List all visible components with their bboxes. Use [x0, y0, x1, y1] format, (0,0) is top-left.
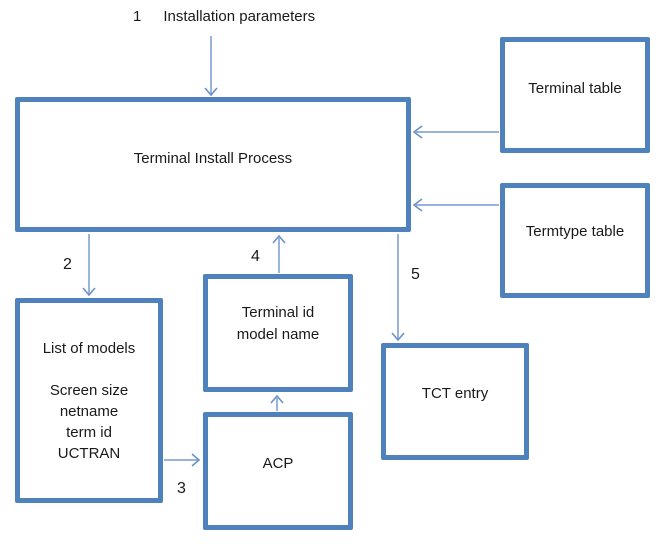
arrow-installation-parameters	[204, 36, 218, 97]
box-termtype-table: Termtype table	[500, 183, 650, 298]
step-4-number: 4	[251, 248, 260, 265]
step-1-text: Installation parameters	[163, 8, 316, 25]
box-acp-label: ACP	[262, 454, 294, 472]
arrow-step-2	[82, 234, 96, 297]
arrow-step-5	[391, 234, 405, 342]
step-2-number: 2	[63, 256, 72, 273]
list-of-models-detail: term id	[66, 423, 112, 441]
box-tct-entry: TCT entry	[381, 343, 529, 460]
box-list-of-models: List of models Screen size netname term …	[15, 298, 163, 503]
box-terminal-id-model-name: Terminal id model name	[203, 274, 353, 392]
box-tct-entry-label: TCT entry	[421, 385, 489, 402]
box-acp: ACP	[203, 412, 353, 530]
list-of-models-title: List of models	[42, 339, 136, 357]
arrow-terminal-table	[412, 125, 499, 139]
box-termtype-table-label: Termtype table	[525, 223, 625, 240]
arrow-termtype-table	[412, 198, 499, 212]
arrow-acp-to-terminal-id	[270, 394, 284, 411]
list-of-models-detail: UCTRAN	[57, 444, 121, 462]
arrow-step-4	[272, 234, 286, 273]
box-terminal-install-process: Terminal Install Process	[15, 97, 411, 232]
step-5-number: 5	[411, 266, 420, 283]
list-of-models-detail: netname	[59, 402, 119, 420]
step-1-number: 1	[133, 8, 142, 25]
box-terminal-install-process-label: Terminal Install Process	[133, 150, 293, 167]
box-terminal-table-label: Terminal table	[528, 79, 622, 97]
list-of-models-detail: Screen size	[49, 381, 129, 399]
arrow-step-3	[164, 453, 201, 467]
step-3-number: 3	[177, 480, 186, 497]
step-1-label: 1 Installation parameters	[133, 7, 315, 26]
box-terminal-table: Terminal table	[500, 37, 650, 153]
terminal-id-line: Terminal id	[241, 304, 315, 321]
terminal-id-line: model name	[236, 326, 320, 343]
